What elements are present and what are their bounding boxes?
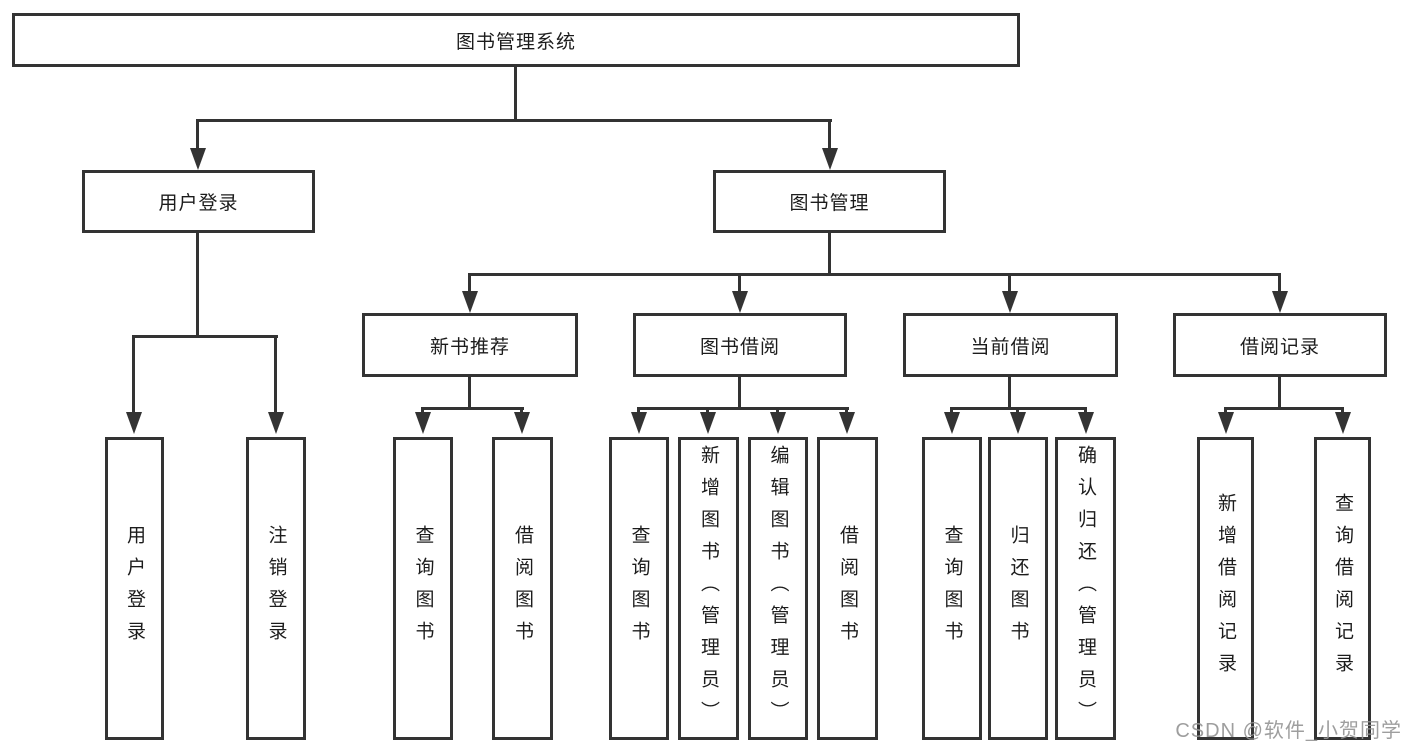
arrowhead-leaf-bb-borrow xyxy=(839,412,855,434)
leaf-cb-return-book: 归还图书 xyxy=(988,437,1048,740)
node-user-login: 用户登录 xyxy=(82,170,315,233)
arrowhead-book-borrow xyxy=(732,291,748,313)
leaf-bb-query-book-label: 查询图书 xyxy=(628,524,650,653)
leaf-bb-borrow-book: 借阅图书 xyxy=(817,437,878,740)
node-root-label: 图书管理系统 xyxy=(455,31,576,53)
connector-book-borrow-branch xyxy=(639,407,849,410)
leaf-cb-confirm-return-admin: 确认归还（管理员） xyxy=(1055,437,1116,740)
connector-leaf-nbr-borrow-drop xyxy=(520,407,523,416)
arrowhead-user-login xyxy=(190,148,206,170)
node-root-system: 图书管理系统 xyxy=(12,13,1020,67)
arrowhead-new-book-rec xyxy=(462,291,478,313)
leaf-logout: 注销登录 xyxy=(246,437,306,740)
arrowhead-leaf-bb-add xyxy=(700,412,716,434)
leaf-logout-label: 注销登录 xyxy=(265,524,287,653)
leaf-bb-query-book: 查询图书 xyxy=(609,437,669,740)
connector-leaf-bb-edit-drop xyxy=(776,407,779,416)
connector-borrow-record-drop xyxy=(1278,273,1281,293)
connector-leaf-nbr-query-drop xyxy=(421,407,424,416)
connector-leaf-cb-confirm-drop xyxy=(1084,407,1087,416)
connector-book-borrow-stem xyxy=(738,377,741,407)
node-borrow-record-label: 借阅记录 xyxy=(1239,336,1320,358)
connector-leaf-bb-borrow-drop xyxy=(845,407,848,416)
leaf-br-query-record-label: 查询借阅记录 xyxy=(1332,492,1353,685)
connector-leaf-cb-query-drop xyxy=(950,407,953,416)
connector-leaf-login-drop xyxy=(132,335,135,415)
connector-book-mgmt-drop xyxy=(828,119,831,151)
leaf-br-add-record: 新增借阅记录 xyxy=(1197,437,1254,740)
connector-user-login-stem xyxy=(196,233,199,335)
connector-root-stem xyxy=(514,66,517,119)
node-book-borrow-label: 图书借阅 xyxy=(699,336,780,358)
arrowhead-book-mgmt xyxy=(822,148,838,170)
leaf-cb-confirm-return-admin-label: 确认归还（管理员） xyxy=(1075,444,1096,733)
leaf-nbr-query-book: 查询图书 xyxy=(393,437,453,740)
arrowhead-leaf-bb-edit xyxy=(770,412,786,434)
leaf-cb-query-book-label: 查询图书 xyxy=(941,524,963,653)
leaf-br-add-record-label: 新增借阅记录 xyxy=(1215,492,1236,685)
arrowhead-leaf-cb-query xyxy=(944,412,960,434)
node-book-mgmt-label: 图书管理 xyxy=(789,193,870,214)
leaf-nbr-borrow-book-label: 借阅图书 xyxy=(512,524,533,653)
node-book-mgmt: 图书管理 xyxy=(713,170,946,233)
node-new-book-rec-label: 新书推荐 xyxy=(429,336,510,358)
arrowhead-leaf-br-query xyxy=(1335,412,1351,434)
arrowhead-leaf-logout xyxy=(268,412,284,434)
connector-root-branch xyxy=(197,119,832,122)
node-book-borrow: 图书借阅 xyxy=(633,313,847,377)
node-current-borrow-label: 当前借阅 xyxy=(970,336,1051,358)
connector-borrow-record-branch xyxy=(1226,407,1344,410)
connector-new-book-rec-stem xyxy=(468,377,471,407)
connector-current-borrow-stem xyxy=(1008,377,1011,407)
connector-leaf-bb-query-drop xyxy=(637,407,640,416)
leaf-bb-add-book-admin-label: 新增图书（管理员） xyxy=(698,444,719,733)
connector-leaf-br-query-drop xyxy=(1341,407,1344,416)
connector-current-borrow-branch xyxy=(952,407,1087,410)
arrowhead-borrow-record xyxy=(1272,291,1288,313)
connector-leaf-cb-return-drop xyxy=(1016,407,1019,416)
leaf-nbr-query-book-label: 查询图书 xyxy=(412,524,434,653)
connector-book-borrow-drop xyxy=(738,273,741,293)
connector-user-login-drop xyxy=(196,119,199,151)
arrowhead-leaf-br-add xyxy=(1218,412,1234,434)
leaf-bb-edit-book-admin: 编辑图书（管理员） xyxy=(748,437,808,740)
arrowhead-leaf-bb-query xyxy=(631,412,647,434)
connector-leaf-bb-add-drop xyxy=(706,407,709,416)
leaf-cb-query-book: 查询图书 xyxy=(922,437,982,740)
leaf-user-login-label: 用户登录 xyxy=(124,524,145,653)
arrowhead-leaf-cb-return xyxy=(1010,412,1026,434)
leaf-bb-add-book-admin: 新增图书（管理员） xyxy=(678,437,739,740)
arrowhead-leaf-nbr-borrow xyxy=(514,412,530,434)
connector-current-borrow-drop xyxy=(1008,273,1011,293)
arrowhead-current-borrow xyxy=(1002,291,1018,313)
connector-leaf-logout-drop xyxy=(274,335,277,415)
connector-leaf-br-add-drop xyxy=(1224,407,1227,416)
arrowhead-leaf-login xyxy=(126,412,142,434)
arrowhead-leaf-cb-confirm xyxy=(1078,412,1094,434)
leaf-user-login: 用户登录 xyxy=(105,437,164,740)
csdn-watermark: CSDN @软件_小贺同学 xyxy=(1175,720,1402,742)
leaf-nbr-borrow-book: 借阅图书 xyxy=(492,437,553,740)
connector-user-login-branch xyxy=(134,335,278,338)
leaf-bb-edit-book-admin-label: 编辑图书（管理员） xyxy=(767,444,789,733)
connector-book-mgmt-stem xyxy=(828,233,831,273)
leaf-cb-return-book-label: 归还图书 xyxy=(1007,524,1029,653)
leaf-br-query-record: 查询借阅记录 xyxy=(1314,437,1371,740)
leaf-bb-borrow-book-label: 借阅图书 xyxy=(837,524,858,653)
connector-book-mgmt-branch xyxy=(470,273,1281,276)
node-current-borrow: 当前借阅 xyxy=(903,313,1118,377)
node-user-login-label: 用户登录 xyxy=(158,193,239,214)
node-new-book-rec: 新书推荐 xyxy=(362,313,578,377)
node-borrow-record: 借阅记录 xyxy=(1173,313,1387,377)
connector-new-book-rec-drop xyxy=(468,273,471,293)
arrowhead-leaf-nbr-query xyxy=(415,412,431,434)
connector-new-book-rec-branch xyxy=(423,407,524,410)
connector-borrow-record-stem xyxy=(1278,377,1281,407)
